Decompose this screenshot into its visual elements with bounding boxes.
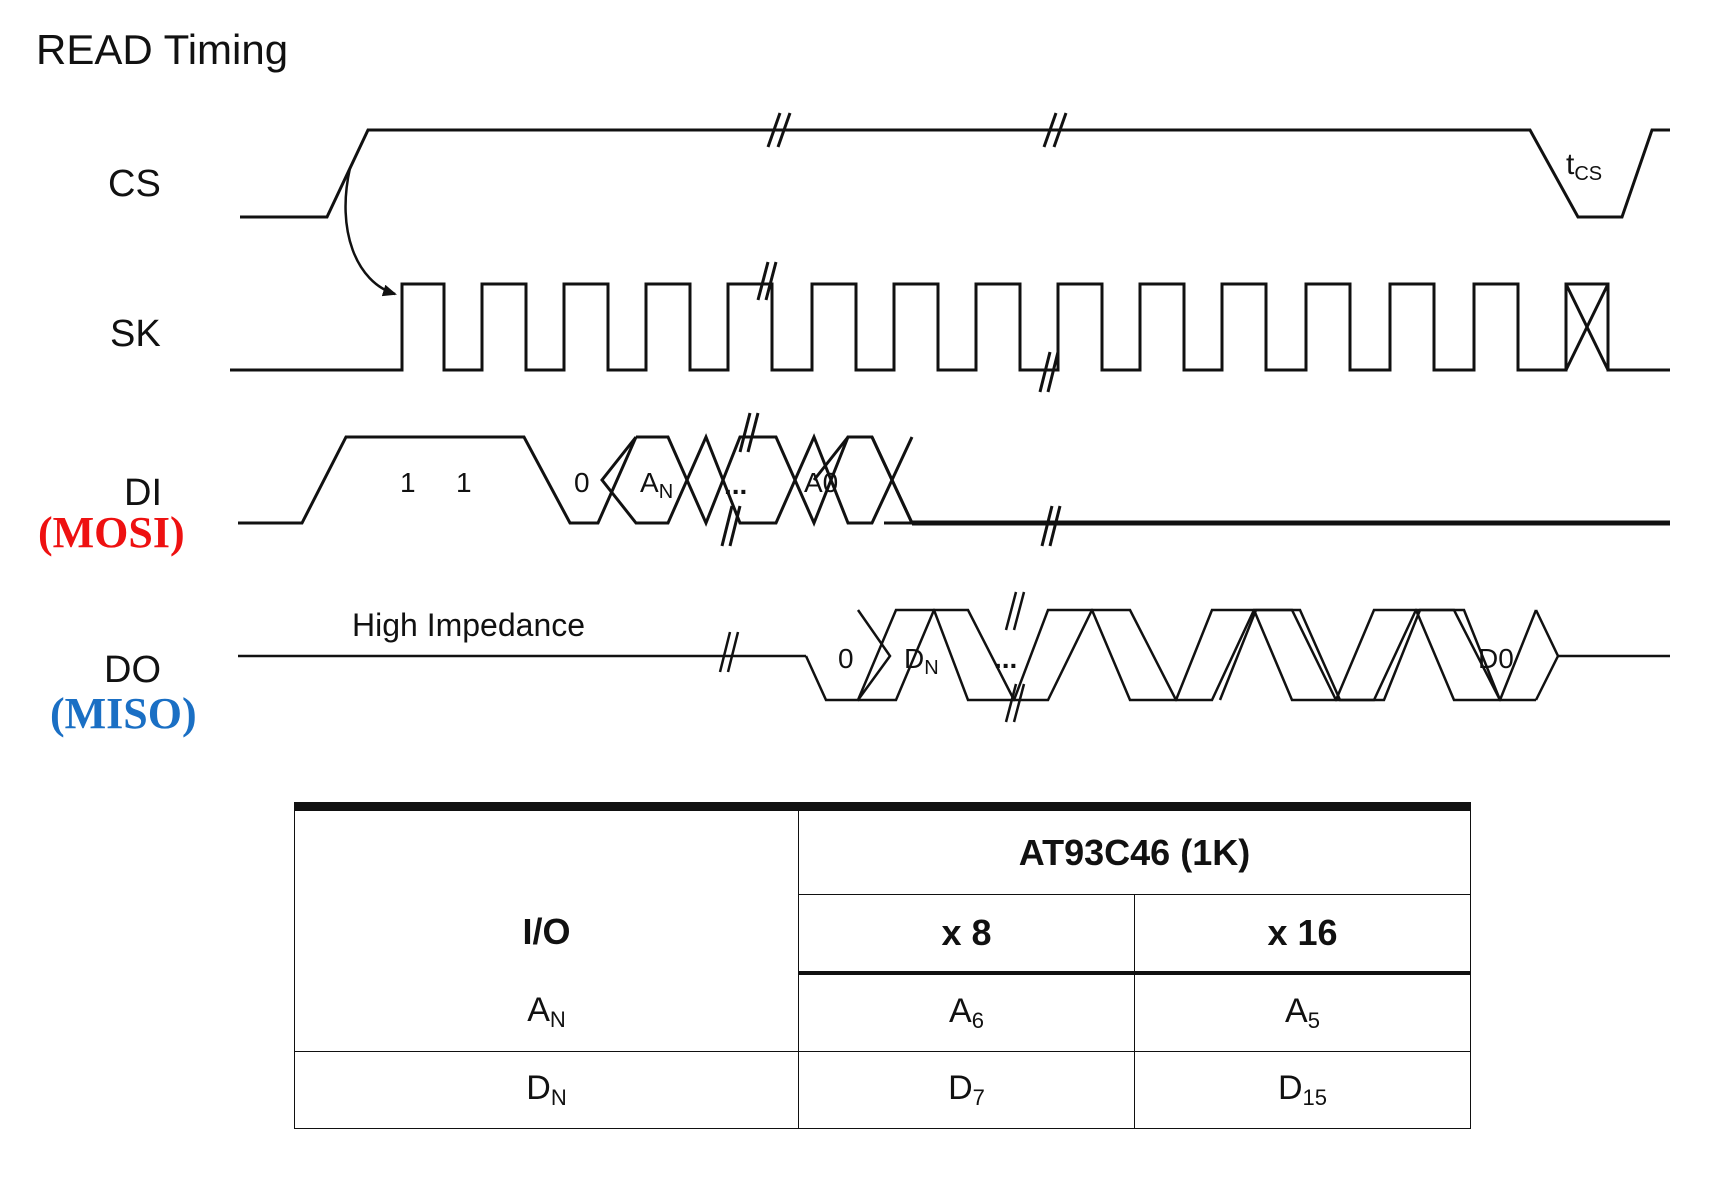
tcs-label: tCS	[1566, 148, 1602, 185]
col-x8-header: x 8	[798, 894, 1135, 975]
device-group-header: AT93C46 (1K)	[798, 802, 1471, 895]
signal-alias-miso: (MISO)	[50, 689, 197, 738]
do-data-d0: D0	[1478, 643, 1514, 674]
x8-cell: A6	[798, 973, 1135, 1052]
di-address-a0: A0	[804, 467, 838, 498]
io-cell: DN	[294, 1051, 799, 1129]
high-impedance-label: High Impedance	[352, 607, 585, 643]
signal-label-sk: SK	[110, 313, 161, 355]
signal-label-do: DO	[104, 649, 161, 691]
x16-cell: D15	[1134, 1051, 1471, 1129]
cs-to-sk-arrow	[344, 167, 397, 297]
x16-cell: A5	[1134, 973, 1471, 1052]
do-waveform	[238, 591, 1670, 723]
di-bit-3: 0	[574, 467, 590, 498]
col-x16-header: x 16	[1134, 894, 1471, 975]
do-dummy-bit: 0	[838, 643, 854, 674]
do-ellipsis: ...	[994, 643, 1017, 674]
signal-label-cs: CS	[108, 163, 161, 205]
io-cell: AN	[294, 973, 799, 1052]
diagram-title: READ Timing	[36, 26, 288, 73]
io-header: I/O	[294, 802, 799, 973]
signal-alias-mosi: (MOSI)	[38, 508, 185, 557]
di-bit-1: 1	[400, 467, 416, 498]
di-bit-2: 1	[456, 467, 472, 498]
timing-diagram: READ Timing CS SK DI (MOSI) DO (MISO) tC…	[36, 26, 1670, 738]
do-data-dn: DN	[904, 643, 939, 679]
di-ellipsis: ...	[724, 469, 747, 500]
x8-cell: D7	[798, 1051, 1135, 1129]
cs-waveform	[240, 112, 1670, 219]
di-address-an: AN	[640, 467, 673, 503]
table-row: DN D7 D15	[294, 1051, 1471, 1129]
signal-label-di: DI	[124, 472, 162, 514]
sk-waveform	[230, 261, 1670, 393]
table-row: AN A6 A5	[294, 973, 1471, 1052]
di-waveform	[238, 412, 1670, 547]
io-table: I/O AT93C46 (1K) x 8 x 16 AN A6 A5 DN D7…	[294, 802, 1471, 1129]
